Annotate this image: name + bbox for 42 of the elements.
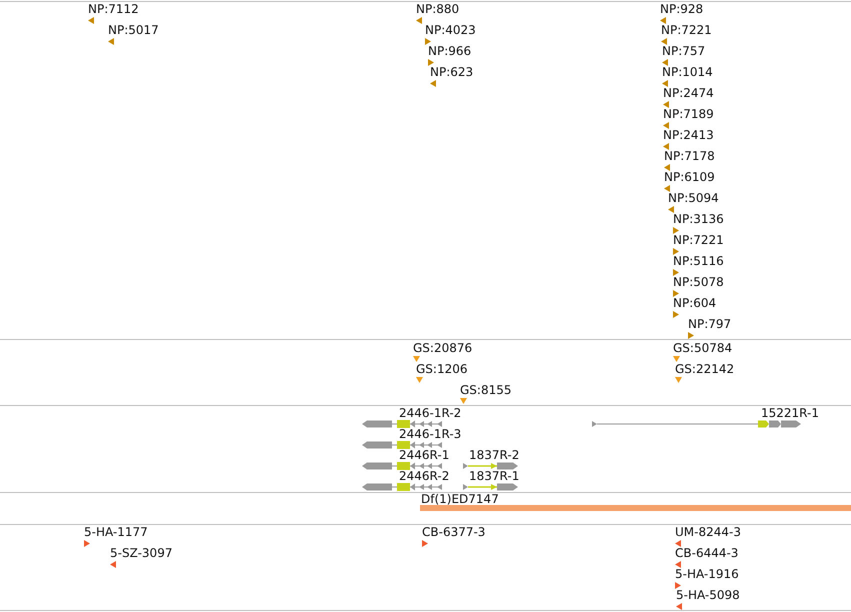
feature-label: NP:7112	[88, 2, 139, 16]
feature-label: GS:1206	[416, 362, 468, 376]
feature-label: NP:7178	[664, 149, 715, 163]
feature-label: NP:4023	[425, 23, 476, 37]
feature-label: 2446-1R-2	[399, 406, 462, 420]
feature-label: CB-6444-3	[675, 546, 738, 560]
feature-label: 1837R-2	[469, 448, 520, 462]
feature-label: NP:1014	[662, 65, 713, 79]
feature-label: NP:7221	[673, 233, 724, 247]
feature-label: NP:2474	[663, 86, 714, 100]
feature-label: GS:20876	[413, 341, 472, 355]
feature-label: NP:928	[660, 2, 704, 16]
feature-label: 2446R-2	[399, 469, 450, 483]
feature-label: 2446-1R-3	[399, 427, 462, 441]
feature-label: UM-8244-3	[675, 525, 741, 539]
feature-label: NP:3136	[673, 212, 724, 226]
feature-label: 5-HA-5098	[676, 588, 740, 602]
feature-label: NP:7221	[661, 23, 712, 37]
feature-label: NP:966	[428, 44, 472, 58]
feature-label: NP:5078	[673, 275, 724, 289]
feature-label: NP:5017	[108, 23, 159, 37]
feature-label: NP:6109	[664, 170, 715, 184]
feature-label: CB-6377-3	[422, 525, 486, 539]
feature-label: NP:797	[688, 317, 732, 331]
feature-label: 5-SZ-3097	[110, 546, 172, 560]
feature-label: NP:5116	[673, 254, 724, 268]
feature-label: 2446R-1	[399, 448, 450, 462]
feature-label: NP:7189	[663, 107, 714, 121]
feature-label: GS:50784	[673, 341, 732, 355]
feature-label: NP:5094	[668, 191, 719, 205]
feature-label: NP:623	[430, 65, 474, 79]
feature-label: NP:880	[416, 2, 460, 16]
feature-label: GS:8155	[460, 383, 512, 397]
feature-label: 5-HA-1916	[675, 567, 739, 581]
feature-label: 1837R-1	[469, 469, 520, 483]
feature-label: GS:22142	[675, 362, 734, 376]
feature-label: NP:604	[673, 296, 716, 310]
feature-label: 15221R-1	[761, 406, 819, 420]
feature-label: Df(1)ED7147	[421, 492, 499, 506]
feature-label: NP:757	[662, 44, 706, 58]
feature-label: NP:2413	[663, 128, 714, 142]
feature-label: 5-HA-1177	[84, 525, 148, 539]
